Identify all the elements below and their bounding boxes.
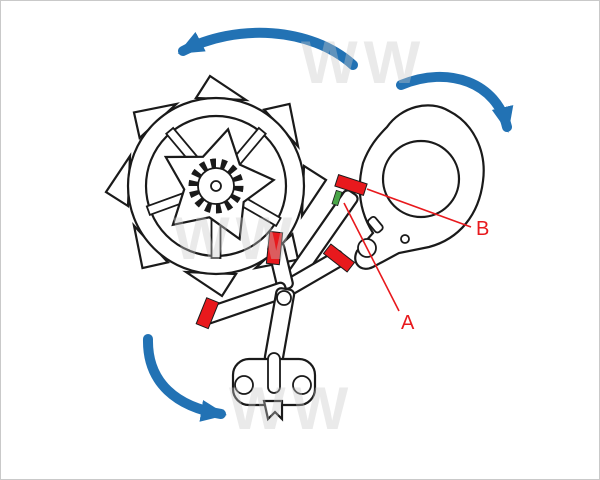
leader-line-b [366,188,472,228]
fork-hole-right [292,375,312,395]
rotation-arrows [142,27,514,422]
pallet-fork [201,189,359,422]
watermark-text: WW [301,29,426,96]
fork-slot [267,352,281,394]
pallet-fork-arrow [142,334,227,422]
exit-pallet-jewel [322,243,356,273]
balance-roller-assembly [354,104,485,270]
impulse-pin [367,215,384,234]
watermarks: WW WW WW [173,29,426,442]
callouts: A B [343,188,489,334]
fork-pivot-hole [276,290,292,306]
fork-stem-notch [262,399,284,422]
roller-detail-hole [400,234,410,244]
upper-pallet-jewel [265,230,284,266]
callout-label-b: B [476,218,489,240]
pallet-jewels [195,174,368,330]
watermark-text: WW [229,375,354,442]
left-pallet-jewel [195,297,220,330]
fork-hole-left [234,375,254,395]
leader-line-a [343,202,400,312]
balance-arrow [396,71,514,133]
escape-wheel-arrow [177,27,358,70]
locking-stone-green [331,189,343,207]
entry-pallet-jewel [334,174,368,196]
watermark-text: WW [173,205,298,272]
callout-label-a: A [401,312,415,334]
center-pinion-gear [188,158,244,214]
roller-bore-hole [381,139,461,219]
